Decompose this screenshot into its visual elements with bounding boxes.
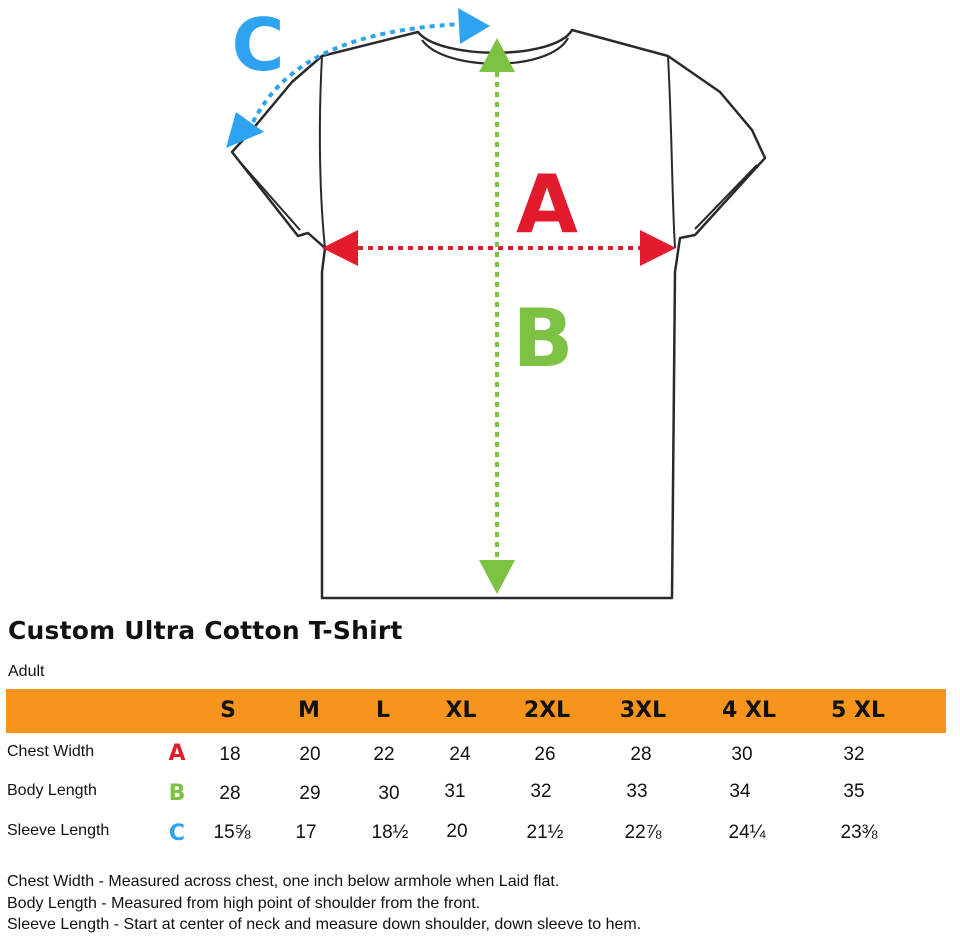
table-cell: 34 <box>729 781 751 802</box>
table-cell: 23⅜ <box>840 822 878 843</box>
tshirt-left-seam <box>318 55 326 249</box>
table-cell: 24¼ <box>728 822 766 843</box>
measurement-notes: Chest Width - Measured across chest, one… <box>7 871 641 936</box>
letter-b: B <box>513 292 574 385</box>
table-cell: 18½ <box>371 822 409 843</box>
row-label: Body Length <box>7 782 97 799</box>
table-cell: 26 <box>534 744 556 765</box>
table-cell: 32 <box>530 781 552 802</box>
letter-c: C <box>232 3 285 87</box>
size-header-4xl: 4 XL <box>722 698 776 723</box>
size-header-2xl: 2XL <box>523 698 571 723</box>
size-header-l: L <box>375 698 391 723</box>
note-sleeve-length: Sleeve Length - Start at center of neck … <box>7 916 642 933</box>
note-chest-width: Chest Width - Measured across chest, one… <box>7 873 560 890</box>
size-header-m: M <box>298 698 320 723</box>
table-cell: 30 <box>731 744 753 765</box>
table-cell: 28 <box>630 744 652 765</box>
table-cell: 30 <box>378 783 400 804</box>
table-cell: 33 <box>626 781 648 802</box>
product-title: Custom Ultra Cotton T-Shirt <box>8 616 403 645</box>
tshirt-right-seam <box>667 55 676 249</box>
table-cell: 20 <box>299 744 321 765</box>
size-group-label: Adult <box>8 663 45 680</box>
row-label: Chest Width <box>7 743 95 760</box>
table-cell: 29 <box>299 783 321 804</box>
row-letter-b: B <box>168 781 186 806</box>
table-cell: 28 <box>219 783 241 804</box>
body-length-arrow <box>479 38 515 594</box>
table-cell: 31 <box>444 781 466 802</box>
row-letter-c: C <box>168 821 186 846</box>
table-cell: 17 <box>295 822 317 843</box>
table-cell: 18 <box>219 744 241 765</box>
tshirt-left-cuff <box>239 161 301 231</box>
table-cell: 15⅝ <box>213 822 251 843</box>
tshirt-diagram: A B C <box>226 3 767 600</box>
size-header-xl: XL <box>445 698 477 723</box>
table-cell: 35 <box>843 781 865 802</box>
note-body-length: Body Length - Measured from high point o… <box>7 894 481 912</box>
row-label: Sleeve Length <box>7 822 110 839</box>
chest-width-arrow <box>322 230 676 266</box>
size-header-s: S <box>220 698 236 723</box>
table-cell: 32 <box>843 744 865 765</box>
table-cell: 20 <box>446 821 468 842</box>
row-letter-a: A <box>168 741 186 766</box>
table-cell: 22 <box>373 744 395 765</box>
table-cell: 24 <box>449 744 471 765</box>
table-cell: 21½ <box>526 822 564 843</box>
sleeve-length-arrow <box>226 8 490 148</box>
tshirt-right-cuff <box>694 164 758 230</box>
letter-a: A <box>516 158 578 251</box>
size-header-3xl: 3XL <box>619 698 667 723</box>
size-header-5xl: 5 XL <box>831 698 885 723</box>
table-cell: 22⅞ <box>624 822 662 843</box>
size-header-bar: S M L XL 2XL 3XL 4 XL 5 XL <box>6 689 946 733</box>
